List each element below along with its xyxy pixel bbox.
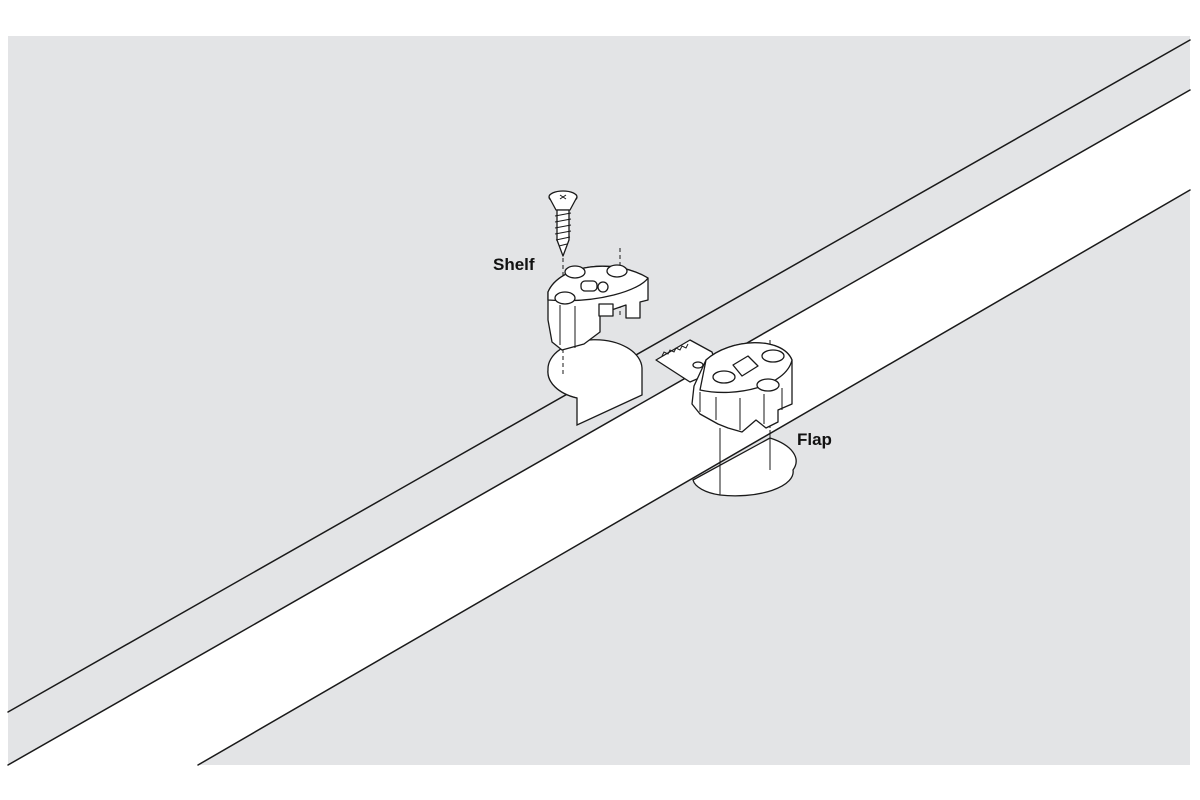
screw <box>548 190 578 257</box>
flap-label: Flap <box>797 430 832 449</box>
shelf-fitting <box>547 248 649 375</box>
shelf-drill-hole <box>547 339 643 427</box>
flap-fitting <box>655 339 793 433</box>
flap-top-edge-line <box>197 189 1191 766</box>
shelf-bottom-edge-line <box>7 89 1191 766</box>
shelf-label: Shelf <box>493 255 535 274</box>
flap-drill-hole <box>692 430 797 497</box>
